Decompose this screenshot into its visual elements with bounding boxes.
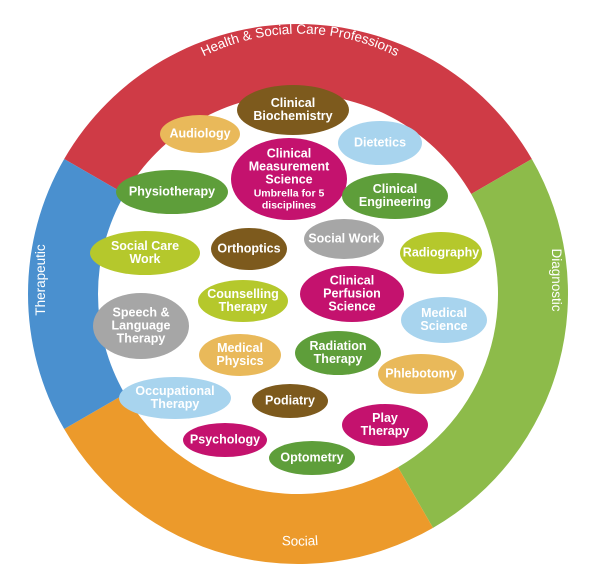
bubble-shape — [295, 331, 381, 375]
bubble-label: Play — [372, 411, 398, 425]
bubble-shape — [342, 173, 448, 219]
bubble-shape — [90, 231, 200, 275]
bubble-shape — [342, 404, 428, 446]
bubble-label: Therapy — [117, 332, 166, 346]
bubble-shape — [338, 121, 422, 165]
bubble-label: Optometry — [280, 451, 343, 465]
bubble-label: Science — [328, 300, 375, 314]
bubble-label: Occupational — [135, 384, 214, 398]
bubble-shape — [401, 297, 487, 343]
profession-bubbles: ClinicalBiochemistryAudiologyDieteticsCl… — [90, 85, 487, 475]
bubble-label: Measurement — [249, 160, 330, 174]
bubble-label: Orthoptics — [217, 242, 280, 256]
bubble-label: Dietetics — [354, 136, 406, 150]
bubble-label: Social Care — [111, 239, 179, 253]
bubble-label: Podiatry — [265, 394, 315, 408]
bubble-label: Therapy — [219, 300, 268, 314]
bubble-label: Radiography — [403, 246, 479, 260]
bubble-label: Therapy — [361, 424, 410, 438]
bubble-shape — [198, 280, 288, 322]
bubble-label: Psychology — [190, 433, 260, 447]
bubble-social-work: Social Work — [304, 219, 384, 259]
bubble-audiology: Audiology — [160, 115, 240, 153]
bubble-label: Social Work — [308, 232, 379, 246]
bubble-label: Counselling — [207, 287, 279, 301]
bubble-label: Speech & — [113, 306, 170, 320]
ring-label-left: Therapeutic — [33, 244, 48, 316]
bubble-psychology: Psychology — [183, 423, 267, 457]
bubble-label: Clinical — [271, 96, 315, 110]
ring-segment-top — [64, 24, 532, 194]
bubble-shape — [211, 228, 287, 270]
bubble-shape — [304, 219, 384, 259]
bubble-label: Biochemistry — [253, 109, 332, 123]
bubble-shape — [93, 293, 189, 359]
bubble-shape — [116, 170, 228, 214]
bubble-shape — [183, 423, 267, 457]
bubble-shape — [252, 384, 328, 418]
bubble-dietetics: Dietetics — [338, 121, 422, 165]
bubble-label: Clinical — [330, 274, 374, 288]
ring-label-right: Diagnostic — [549, 248, 564, 311]
bubble-phlebotomy: Phlebotomy — [378, 354, 464, 394]
bubble-shape — [199, 334, 281, 376]
bubble-shape — [300, 266, 404, 322]
bubble-label: Medical — [421, 306, 467, 320]
bubble-label: Language — [111, 319, 170, 333]
bubble-label: Audiology — [169, 127, 230, 141]
bubble-label: Radiation — [310, 339, 367, 353]
bubble-sublabel: Umbrella for 5 — [254, 188, 325, 200]
bubble-optometry: Optometry — [269, 441, 355, 475]
bubble-label: Science — [420, 319, 467, 333]
bubble-label: Therapy — [151, 397, 200, 411]
bubble-label: Science — [265, 173, 312, 187]
bubble-shape — [160, 115, 240, 153]
bubble-podiatry: Podiatry — [252, 384, 328, 418]
bubble-label: Phlebotomy — [385, 367, 457, 381]
ring-segment-bottom — [64, 394, 433, 564]
bubble-label: Clinical — [267, 147, 311, 161]
bubble-orthoptics: Orthoptics — [211, 228, 287, 270]
bubble-radiography: Radiography — [400, 232, 482, 274]
bubble-shape — [231, 138, 347, 220]
bubble-physiotherapy: Physiotherapy — [116, 170, 228, 214]
bubble-shape — [119, 377, 231, 419]
ring-segment-left — [28, 159, 125, 429]
bubble-label: Work — [129, 252, 160, 266]
bubble-shape — [237, 85, 349, 135]
ring-segment-right — [398, 159, 568, 528]
ring-label-bottom: Social — [281, 533, 318, 549]
bubble-shape — [400, 232, 482, 274]
bubble-label: Engineering — [359, 195, 431, 209]
bubble-shape — [378, 354, 464, 394]
bubble-label: Clinical — [373, 182, 417, 196]
bubble-label: Perfusion — [323, 287, 381, 301]
bubble-sublabel: disciplines — [262, 200, 316, 212]
bubble-label: Physiotherapy — [129, 185, 215, 199]
bubble-label: Therapy — [314, 352, 363, 366]
bubble-label: Medical — [217, 341, 263, 355]
bubble-label: Physics — [216, 354, 263, 368]
bubble-shape — [269, 441, 355, 475]
